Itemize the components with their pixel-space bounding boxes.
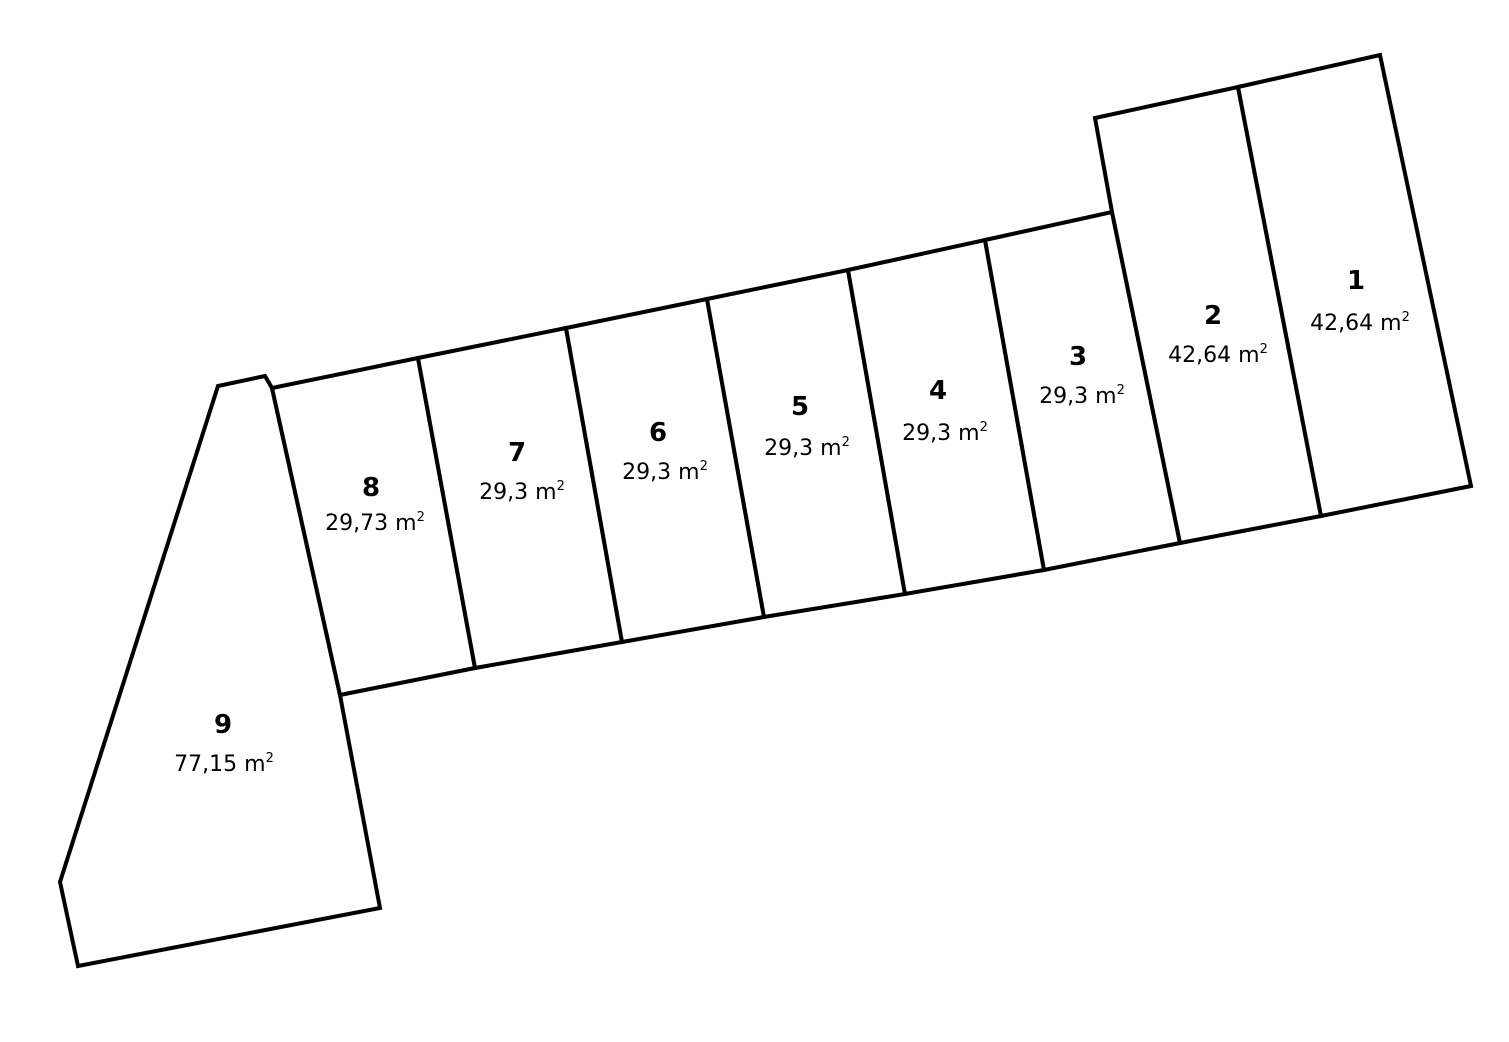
plot-1-area: 42,64 m2 bbox=[1310, 310, 1410, 336]
plot-2-label: 2 42,64 m2 bbox=[1168, 301, 1268, 368]
plot-9-label: 9 77,15 m2 bbox=[174, 710, 274, 777]
plot-9-number: 9 bbox=[214, 710, 232, 740]
plot-7-label: 7 29,3 m2 bbox=[479, 438, 565, 505]
plot-3-area: 29,3 m2 bbox=[1039, 383, 1125, 409]
plot-1-label: 1 42,64 m2 bbox=[1310, 266, 1410, 336]
plot-5-area: 29,3 m2 bbox=[764, 435, 850, 461]
plot-8-label: 8 29,73 m2 bbox=[325, 473, 425, 536]
plot-8-number: 8 bbox=[362, 473, 380, 503]
plot-9-area: 77,15 m2 bbox=[174, 751, 274, 777]
plot-5-label: 5 29,3 m2 bbox=[764, 392, 850, 461]
plot-3-label: 3 29,3 m2 bbox=[1039, 342, 1125, 409]
plot-4-area: 29,3 m2 bbox=[902, 420, 988, 446]
plot-6-label: 6 29,3 m2 bbox=[622, 418, 708, 485]
plot-8-area: 29,73 m2 bbox=[325, 510, 425, 536]
plot-7-number: 7 bbox=[508, 438, 526, 468]
plot-1-shape[interactable] bbox=[1235, 52, 1474, 519]
plot-3-number: 3 bbox=[1069, 342, 1087, 372]
plot-2-area: 42,64 m2 bbox=[1168, 342, 1268, 368]
plot-7-area: 29,3 m2 bbox=[479, 479, 565, 505]
plot-1-number: 1 bbox=[1347, 266, 1365, 296]
plot-2-number: 2 bbox=[1204, 301, 1222, 331]
plot-4-number: 4 bbox=[929, 376, 947, 406]
plot-6-number: 6 bbox=[649, 418, 667, 448]
plot-5-number: 5 bbox=[791, 392, 809, 422]
plot-4-label: 4 29,3 m2 bbox=[902, 376, 988, 446]
plot-2-shape[interactable] bbox=[1092, 84, 1324, 546]
plot-6-area: 29,3 m2 bbox=[622, 459, 708, 485]
